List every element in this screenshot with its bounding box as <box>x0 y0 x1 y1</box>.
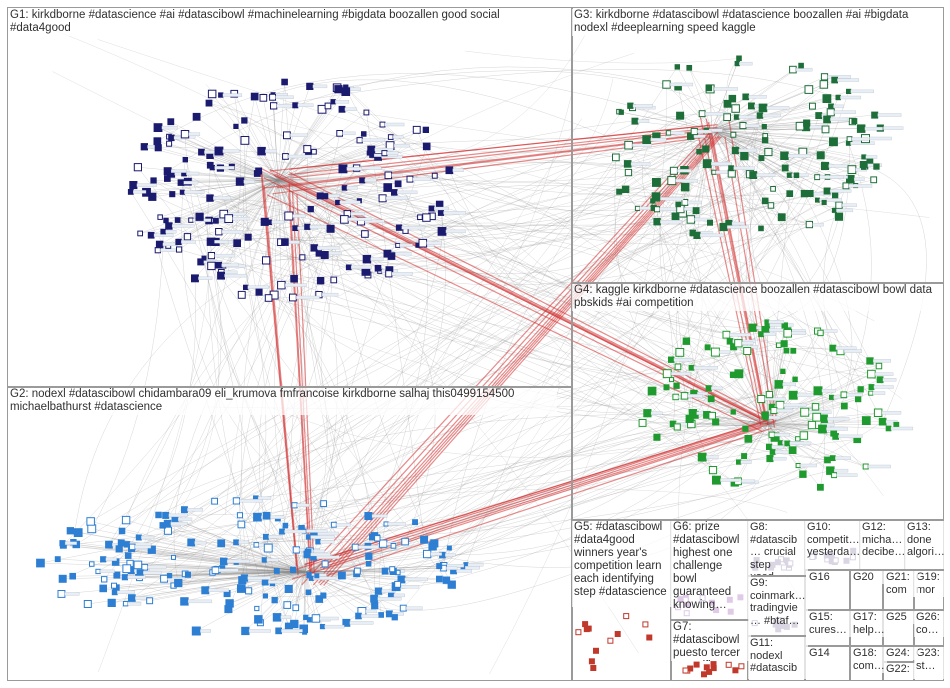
group-label-g15: G15: cures… <box>807 611 853 637</box>
group-label-g14: G14 <box>807 647 839 660</box>
group-label-g25: G25 <box>884 611 918 624</box>
group-label-g9: G9: coinmark… tradingvie… #btaf… <box>748 577 808 635</box>
group-label-g19: G19: mor… <box>914 571 947 597</box>
group-label-g2: G2: nodexl #datascibowl chidambara09 eli… <box>8 388 557 415</box>
group-label-g16: G16 <box>807 571 839 584</box>
group-label-g7: G7: #datascibowl puesto tercer magnífico… <box>671 621 751 661</box>
group-label-g12: G12: micha… decibe… <box>860 521 908 569</box>
group-label-g21: G21: com… <box>884 571 918 597</box>
group-frame-g1 <box>7 7 573 388</box>
group-label-g6: G6: prize #datascibowl highest one chall… <box>671 521 751 619</box>
group-label-g4: G4: kaggle kirkdborne #datascience booza… <box>572 284 938 311</box>
group-label-g23: G23: st… <box>914 647 947 679</box>
group-label-g26: G26: co… <box>914 611 947 637</box>
group-label-g18: G18: com… <box>851 647 887 673</box>
group-label-g20: G20 <box>851 571 885 584</box>
group-label-g22: G22: … <box>884 663 918 679</box>
group-label-g5: G5: #datascibowl #data4good winners year… <box>572 521 674 607</box>
group-label-g17: G17: help… <box>851 611 887 637</box>
group-label-g13: G13: done algori… <box>905 521 947 569</box>
group-frame-g2 <box>7 386 573 681</box>
group-label-g11: G11: nodexl #datascib… <box>748 637 808 679</box>
group-label-g10: G10: competit… yesterda… <box>805 521 863 569</box>
group-label-g1: G1: kirkdborne #datascience #ai #datasci… <box>8 9 557 36</box>
group-frame-g4 <box>571 282 944 521</box>
group-label-g8: G8: #datascib… crucial step used… <box>748 521 808 575</box>
group-label-g3: G3: kirkdborne #datascibowl #datascience… <box>572 9 938 36</box>
group-label-g24: G24: … <box>884 647 918 660</box>
group-frame-g3 <box>571 7 944 284</box>
